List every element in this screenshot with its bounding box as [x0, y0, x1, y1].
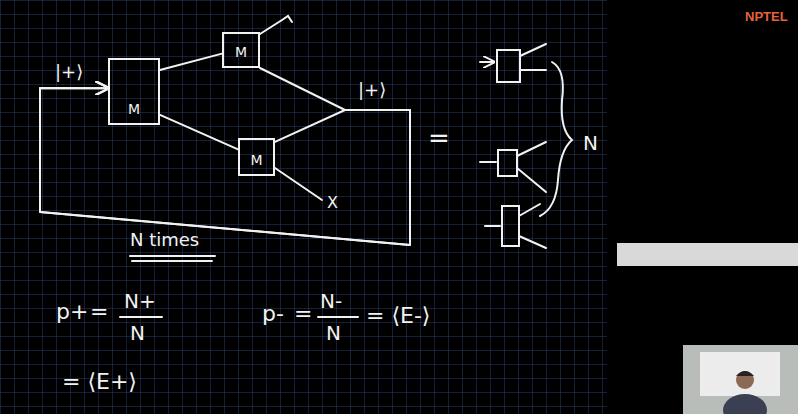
- handwritten-label: |+⟩: [358, 80, 386, 100]
- output-wire: [275, 168, 322, 200]
- handwritten-label: N+: [124, 290, 156, 312]
- handwritten-label: =: [90, 300, 108, 324]
- strokes: [120, 16, 572, 317]
- fraction-bar: [318, 316, 358, 318]
- handwritten-label: |+⟩: [55, 62, 83, 82]
- box-label: M: [235, 45, 247, 60]
- handwritten-label: p-: [262, 302, 284, 326]
- measurement-box: M: [238, 138, 275, 176]
- box-label: M: [250, 153, 262, 168]
- handwritten-label: N-: [320, 290, 342, 312]
- webcam: [683, 345, 798, 414]
- wire: [40, 68, 410, 245]
- handwritten-label: =: [294, 302, 312, 326]
- output-wire: [260, 16, 292, 34]
- handwritten-label: = ⟨E-⟩: [366, 304, 430, 328]
- handwritten-label: p+: [56, 300, 88, 324]
- measurement-box: M: [222, 32, 260, 68]
- handwritten-label: =: [428, 124, 450, 153]
- handwritten-label: N: [326, 322, 341, 344]
- measurement-box: M: [108, 58, 160, 125]
- handwritten-label: N: [583, 132, 598, 154]
- logo-text: NPTEL: [745, 10, 788, 24]
- grid: [0, 0, 607, 414]
- handwritten-label: N times: [130, 230, 199, 250]
- wire: [40, 88, 410, 245]
- wire: [160, 54, 222, 70]
- small-measurement-boxes: [480, 44, 546, 248]
- box-label: M: [128, 102, 140, 117]
- fraction-bar: [120, 316, 162, 318]
- handwritten-label: X: [327, 194, 338, 212]
- handwritten-label: = ⟨E+⟩: [62, 370, 137, 394]
- wire: [160, 115, 238, 149]
- grey-bar: [617, 243, 798, 266]
- underline: [130, 256, 215, 261]
- handwritten-label: N: [130, 322, 145, 344]
- brace: [540, 62, 572, 216]
